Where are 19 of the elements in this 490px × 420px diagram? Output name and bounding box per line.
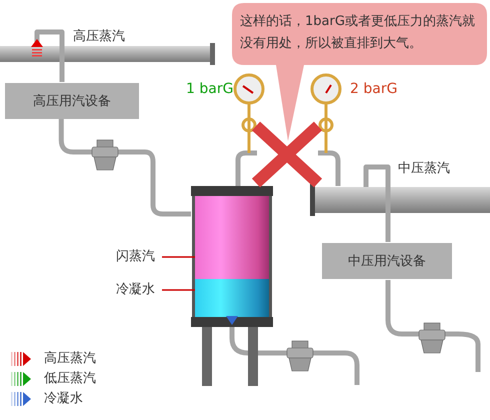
speech-bubble	[232, 3, 487, 141]
legend-label: 低压蒸汽	[44, 371, 96, 387]
pressure-label: 1 barG	[186, 81, 234, 97]
pressure-label: 2 barG	[350, 81, 398, 97]
part-label: 闪蒸汽	[116, 249, 160, 265]
pipe	[58, 119, 191, 216]
pipe-label: 高压蒸汽	[73, 29, 125, 45]
condensate-region	[195, 279, 269, 317]
callout-text: 这样的话，1barG或者更低压力的蒸汽就没有用处，所以被直排到大气。	[240, 13, 476, 53]
flash-tank	[191, 186, 273, 386]
part-label: 冷凝水	[116, 282, 160, 298]
equipment-box: 高压用汽设备	[5, 83, 139, 119]
legend-label: 高压蒸汽	[44, 351, 96, 367]
leader-line	[162, 289, 195, 291]
flash-steam-region	[195, 196, 269, 279]
equipment-box: 中压用汽设备	[322, 243, 452, 279]
legend-label: 冷凝水	[44, 391, 83, 407]
leader-line	[162, 256, 195, 258]
pipe-label: 中压蒸汽	[398, 161, 450, 177]
